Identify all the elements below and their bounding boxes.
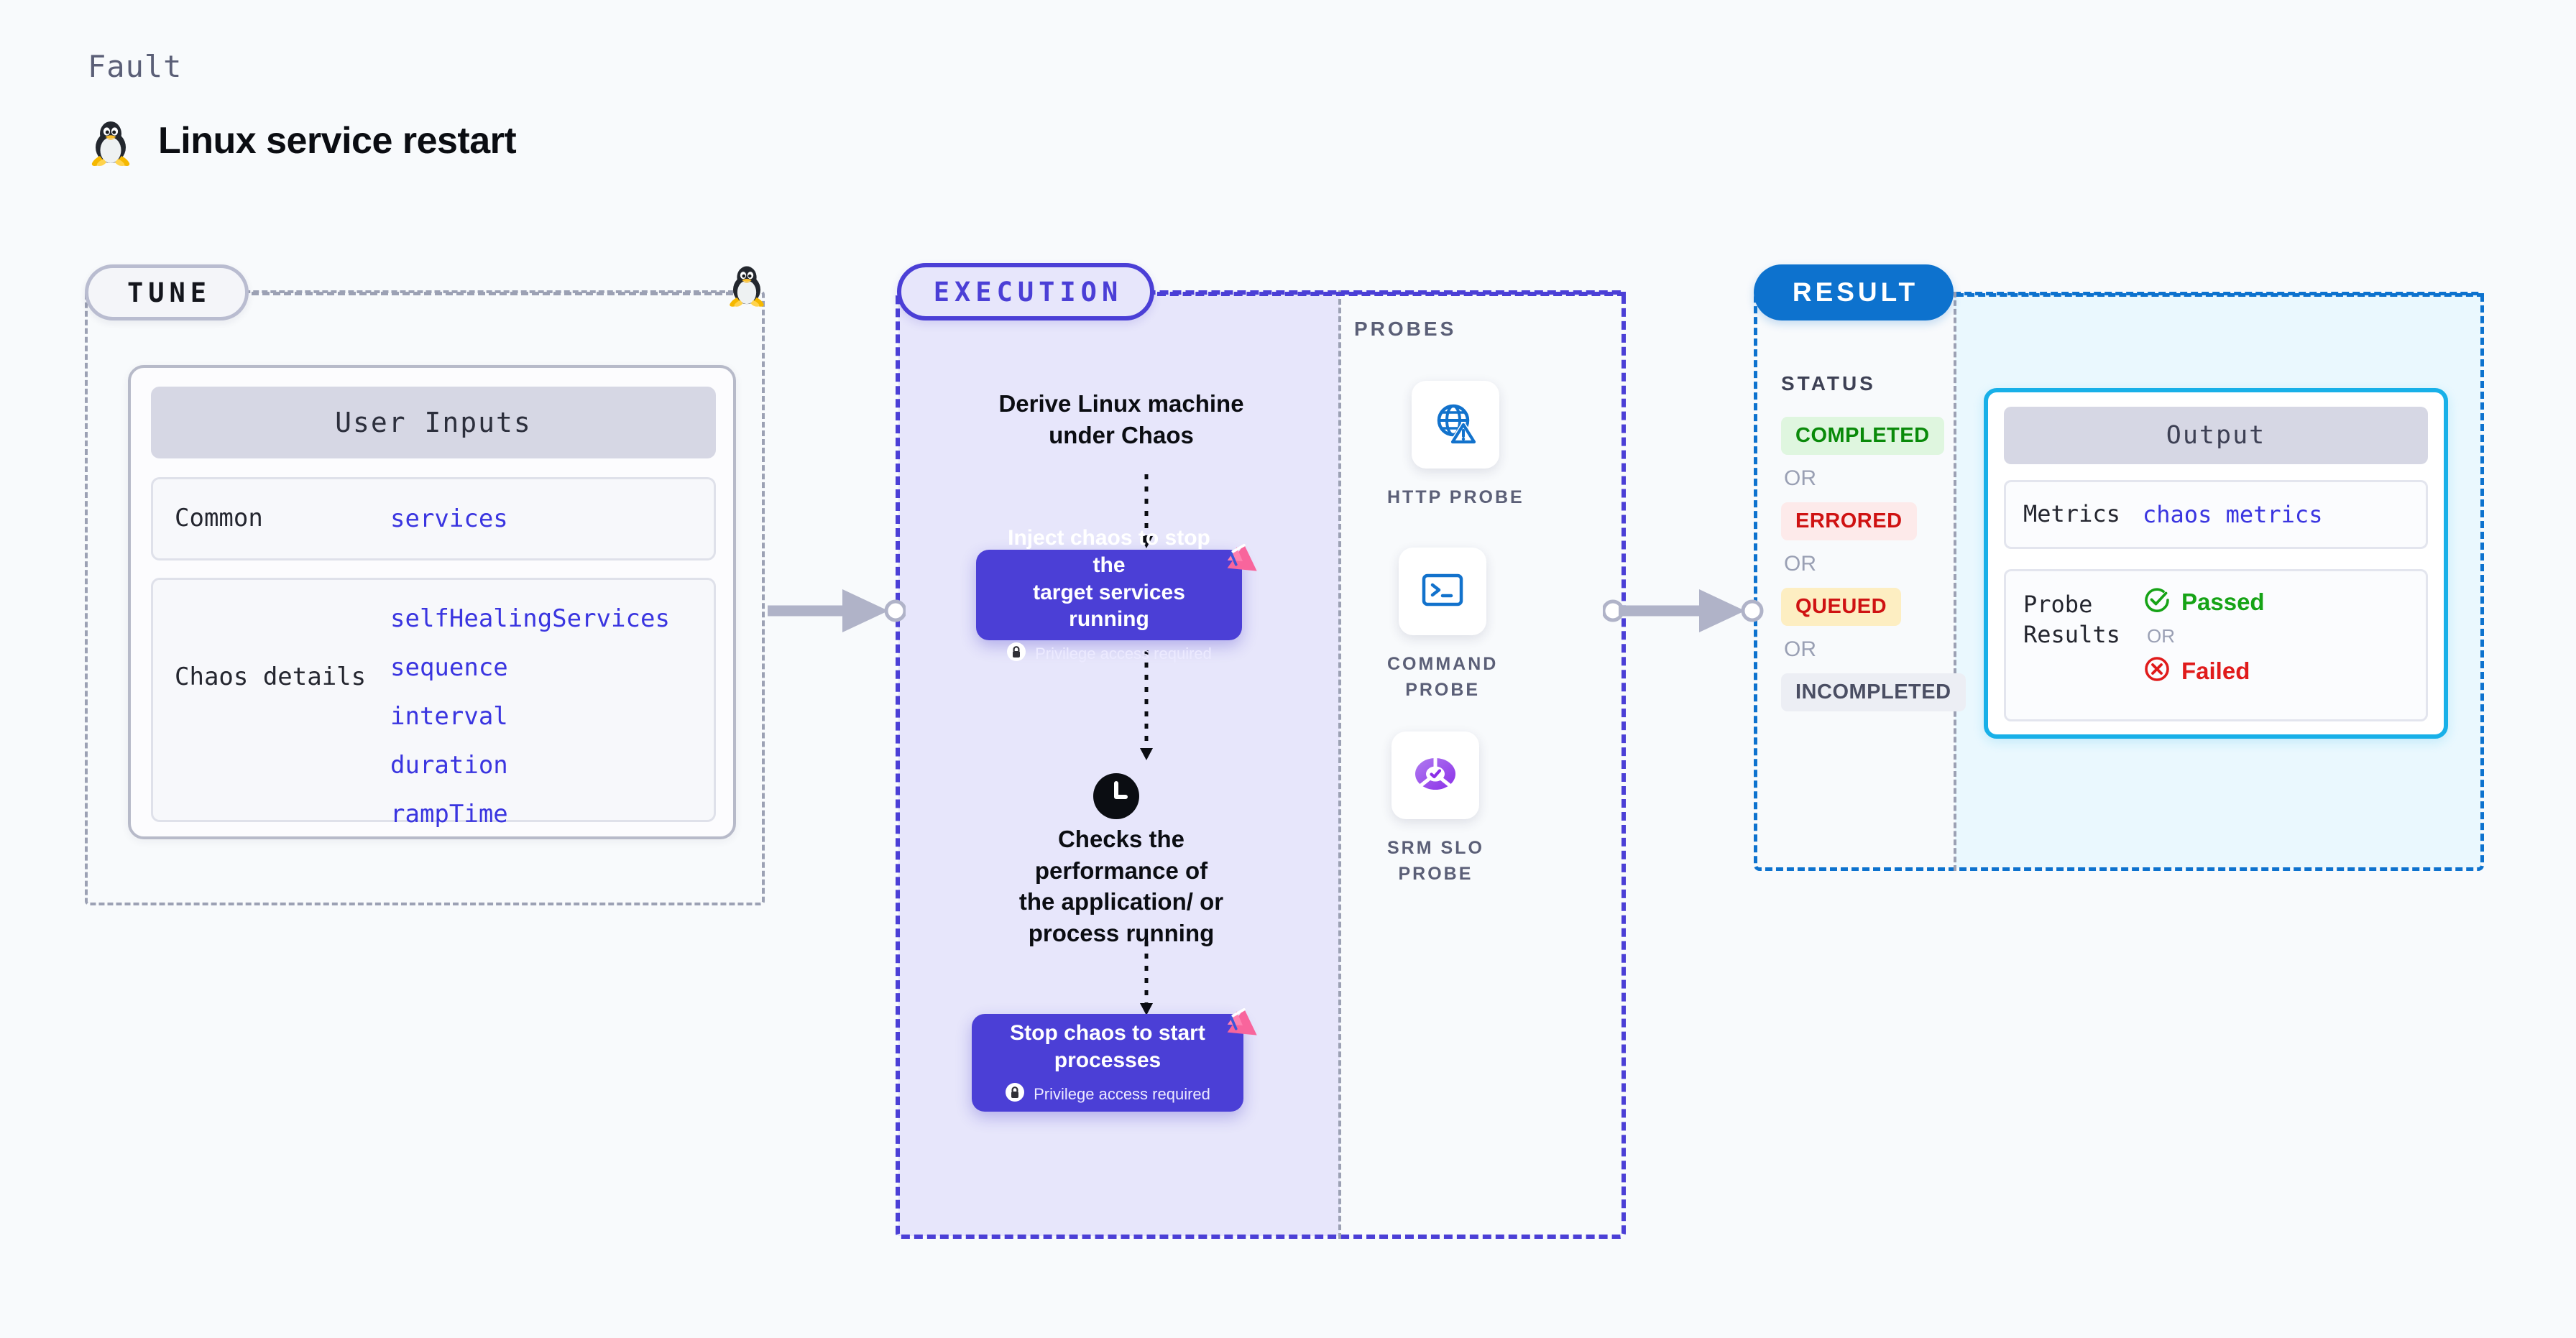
- output-section-metrics: Metrics chaos metrics: [2004, 480, 2428, 549]
- probe-result-passed-label: Passed: [2181, 588, 2265, 615]
- output-metrics-value[interactable]: chaos metrics: [2143, 501, 2323, 528]
- execution-step-label: Checks the performance of the applicatio…: [1018, 826, 1224, 946]
- output-probe-results-values: Passed OR Failed: [2143, 571, 2265, 687]
- privilege-note-text: Privilege access required: [1034, 1084, 1210, 1103]
- probe-result-or-label: OR: [2147, 625, 2175, 647]
- execution-card-inject-chaos[interactable]: Inject chaos to stop the target services…: [976, 526, 1242, 663]
- chaos-badge-icon: [1212, 535, 1267, 589]
- status-list: COMPLETED OR ERRORED OR QUEUED OR INCOMP…: [1781, 417, 1966, 711]
- execution-step-label: Derive Linux machine under Chaos: [998, 390, 1244, 448]
- status-badge-incompleted: INCOMPLETED: [1781, 673, 1966, 711]
- execution-badge-label: EXECUTION: [933, 276, 1123, 308]
- tune-section-key: Common: [175, 504, 263, 533]
- tune-param-services[interactable]: services: [390, 504, 508, 533]
- tune-param-sequence[interactable]: sequence: [390, 653, 508, 682]
- output-metrics-key: Metrics: [2023, 500, 2120, 528]
- tune-param-interval[interactable]: interval: [390, 702, 508, 731]
- clock-icon: [1092, 772, 1140, 823]
- output-card: Output Metrics chaos metrics Probe Resul…: [1984, 388, 2448, 739]
- probe-tile: [1412, 381, 1500, 469]
- execution-lead-line: [1157, 292, 1626, 296]
- probe-result-failed-label: Failed: [2181, 657, 2250, 684]
- probe-label: SRM SLO PROBE: [1387, 838, 1484, 885]
- tux-penguin-icon: [726, 260, 768, 311]
- tune-param-ramptime[interactable]: rampTime: [390, 800, 508, 829]
- flow-arrow-down: [1132, 941, 1161, 1020]
- flow-arrow-down: [1132, 650, 1161, 765]
- tux-penguin-icon: [88, 115, 134, 167]
- probe-command[interactable]: COMMAND PROBE: [1387, 548, 1498, 703]
- probe-tile: [1392, 732, 1480, 819]
- execution-step-derive: Derive Linux machine under Chaos: [934, 388, 1308, 451]
- output-title: Output: [2166, 421, 2266, 450]
- output-header: Output: [2004, 407, 2428, 464]
- probes-label: PROBES: [1354, 318, 1457, 340]
- tune-section-values: selfHealingServices sequence interval du…: [390, 580, 670, 829]
- execution-card-stop-chaos[interactable]: Stop chaos to start processes Privilege …: [972, 1014, 1243, 1112]
- output-probe-results-key: Probe Results: [2023, 591, 2120, 648]
- privilege-note-text: Privilege access required: [1035, 644, 1212, 663]
- probe-label: COMMAND PROBE: [1387, 654, 1499, 701]
- tune-param-selfhealingservices[interactable]: selfHealingServices: [390, 604, 670, 633]
- terminal-icon: [1419, 569, 1466, 614]
- user-inputs-title: User Inputs: [335, 407, 532, 438]
- execution-badge[interactable]: EXECUTION: [897, 263, 1154, 320]
- probe-srm-slo[interactable]: SRM SLO PROBE: [1387, 732, 1484, 887]
- globe-warning-icon: [1432, 400, 1479, 451]
- user-inputs-card: User Inputs Common services Chaos detail…: [128, 365, 736, 839]
- x-circle-icon: [2143, 655, 2171, 687]
- probes-divider: [1338, 290, 1341, 1239]
- connector-tune-to-execution: [762, 575, 907, 650]
- tune-section-key: Chaos details: [175, 663, 367, 691]
- status-badge-queued: QUEUED: [1781, 588, 1902, 626]
- user-inputs-header: User Inputs: [151, 387, 716, 458]
- status-or-label: OR: [1784, 466, 1816, 490]
- page-title-row: Linux service restart: [88, 115, 517, 167]
- probe-label: HTTP PROBE: [1387, 487, 1524, 507]
- chaos-badge-icon: [1212, 999, 1267, 1053]
- probe-result-passed: Passed: [2143, 586, 2265, 618]
- tune-section-common: Common services: [151, 477, 716, 560]
- slo-donut-check-icon: [1411, 752, 1460, 799]
- tune-badge[interactable]: TUNE: [85, 264, 249, 320]
- status-divider: [1954, 292, 1956, 871]
- execution-card-title: Stop chaos to start processes: [1010, 1020, 1205, 1072]
- status-badge-errored: ERRORED: [1781, 502, 1917, 540]
- lock-icon: [1005, 1082, 1025, 1106]
- result-badge-label: RESULT: [1792, 277, 1919, 307]
- execution-step-checks: Checks the performance of the applicatio…: [952, 823, 1290, 949]
- status-or-label: OR: [1784, 552, 1816, 576]
- flow-arrow-down: [1132, 474, 1161, 553]
- probe-result-failed: Failed: [2143, 655, 2265, 687]
- result-lead-line: [1956, 293, 2484, 297]
- status-label: STATUS: [1781, 372, 1876, 395]
- probe-tile: [1399, 548, 1487, 635]
- check-circle-icon: [2143, 586, 2171, 618]
- page-eyebrow: Fault: [88, 49, 183, 84]
- tune-section-chaos-details: Chaos details selfHealingServices sequen…: [151, 578, 716, 829]
- privilege-note: Privilege access required: [1005, 1082, 1210, 1106]
- result-badge[interactable]: RESULT: [1754, 264, 1954, 320]
- tune-lead-line: [252, 292, 733, 295]
- privilege-note: Privilege access required: [1006, 642, 1212, 665]
- status-or-label: OR: [1784, 637, 1816, 661]
- probe-http[interactable]: HTTP PROBE: [1387, 381, 1524, 510]
- execution-card-title: Inject chaos to stop the target services…: [1008, 525, 1210, 632]
- lock-icon: [1006, 642, 1026, 665]
- tune-section-values: services: [390, 504, 508, 533]
- status-badge-completed: COMPLETED: [1781, 417, 1944, 455]
- connector-execution-to-result: [1601, 575, 1768, 650]
- tune-param-duration[interactable]: duration: [390, 751, 508, 780]
- tune-badge-label: TUNE: [126, 277, 212, 308]
- page-title: Linux service restart: [158, 120, 517, 162]
- output-section-probe-results: Probe Results Passed OR: [2004, 569, 2428, 721]
